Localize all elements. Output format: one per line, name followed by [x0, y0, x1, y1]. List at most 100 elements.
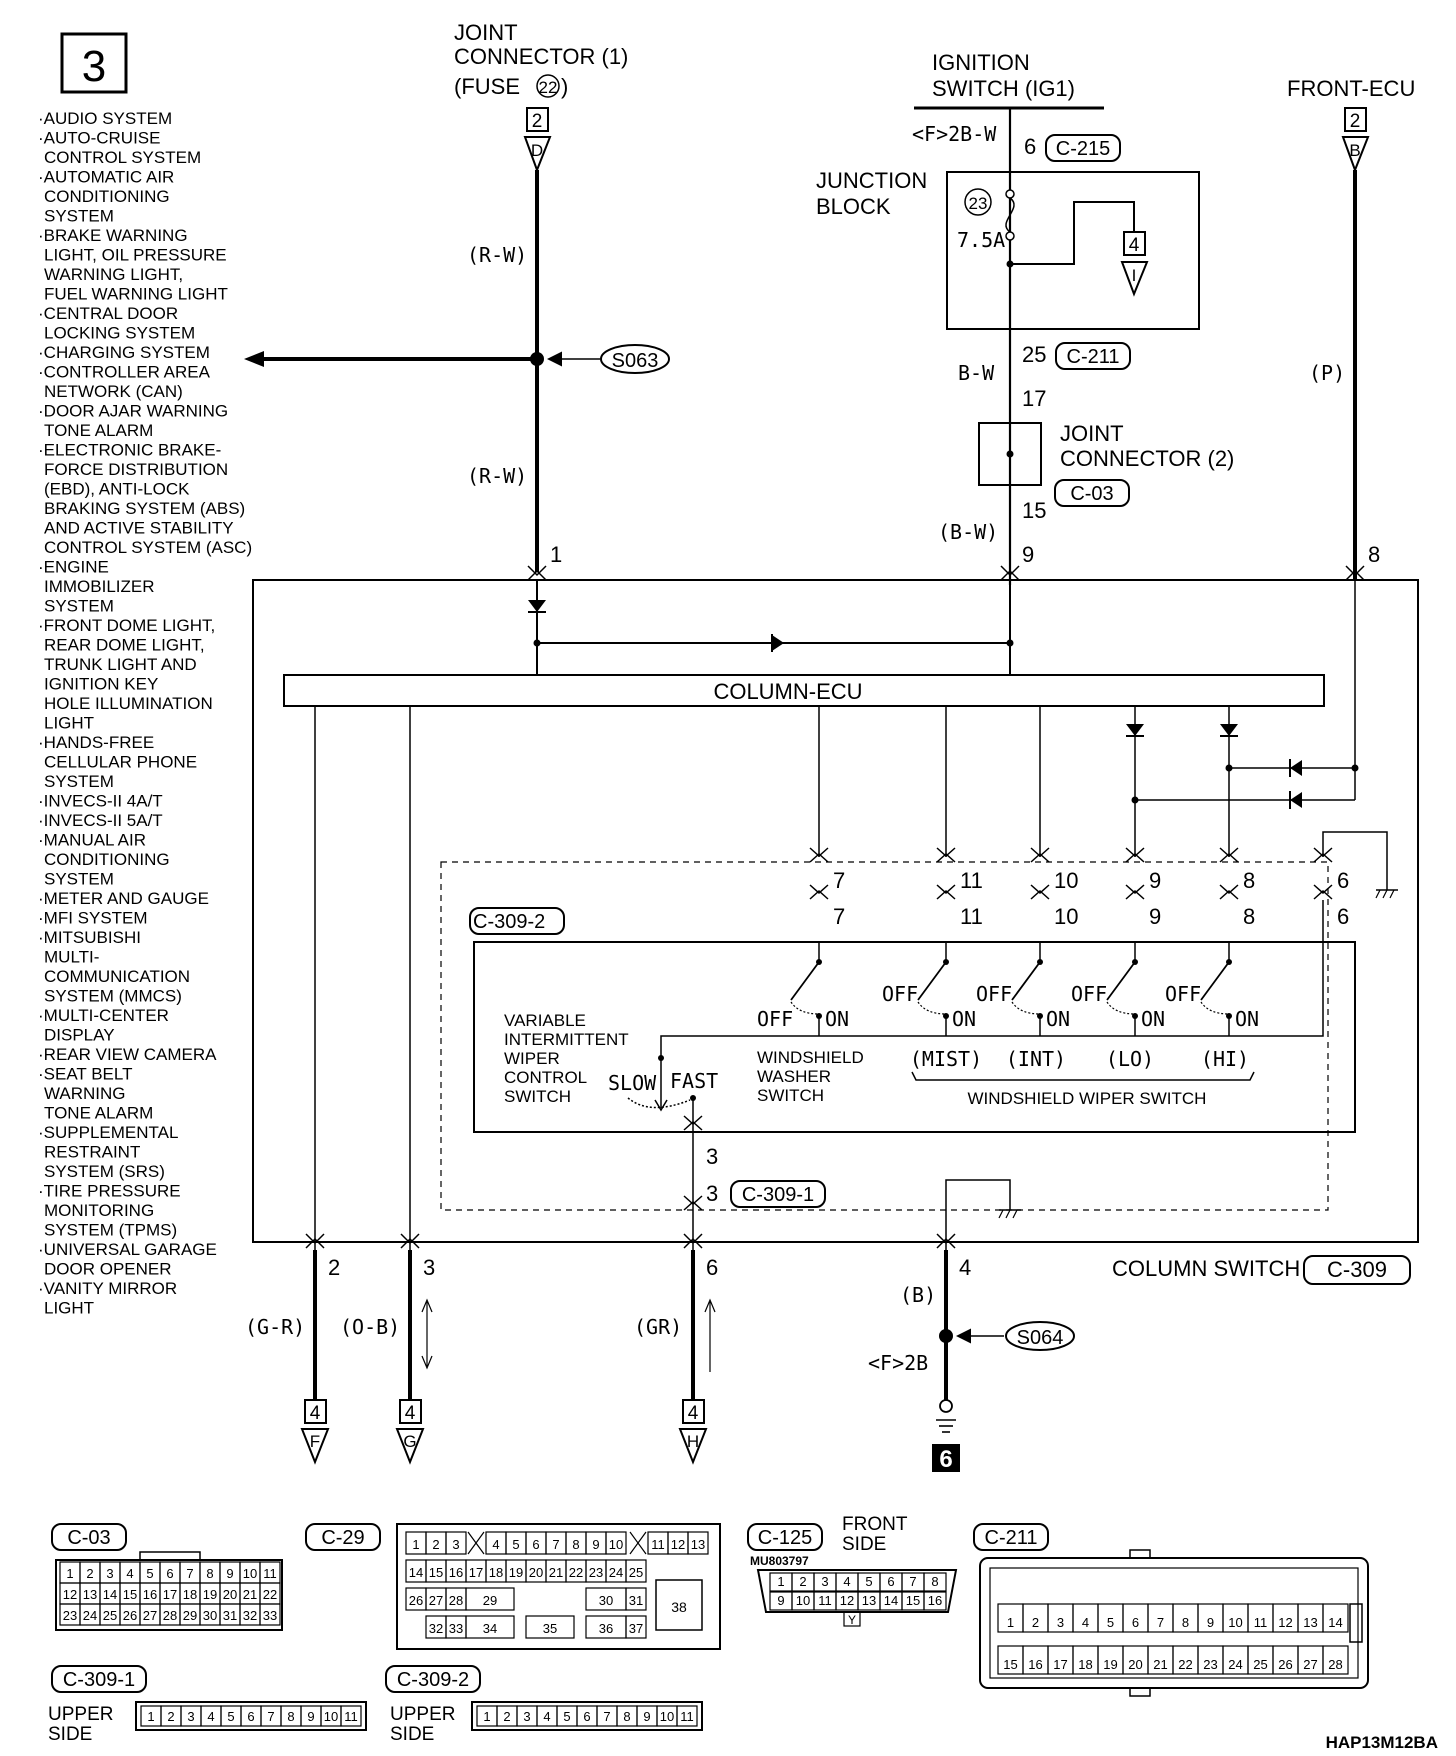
connector-pin-number: 8: [1182, 1615, 1189, 1630]
terminal-chevron: [1313, 884, 1333, 900]
connector-pin-number: 15: [429, 1565, 443, 1580]
jb-box-number: 4: [1129, 235, 1140, 256]
var-switch-label-1: VARIABLE: [504, 1011, 586, 1030]
connector-pin-number: 26: [409, 1593, 423, 1608]
var-switch-label-2: INTERMITTENT: [504, 1030, 629, 1049]
connector-name: C-309-2: [397, 1669, 469, 1691]
bottom-wires: [305, 706, 956, 1402]
connector-pin-number: 6: [583, 1709, 590, 1724]
connector-pin-number: 9: [777, 1593, 784, 1608]
systems-list-line: SYSTEM: [44, 207, 114, 226]
connector-pin-number: 7: [1157, 1615, 1164, 1630]
systems-list-line: CONDITIONING: [44, 850, 170, 869]
terminal-chevron: [1125, 884, 1145, 900]
switch-off-label: OFF: [882, 982, 918, 1006]
systems-list-line: FUEL WARNING LIGHT: [44, 285, 228, 304]
connector-pin-number: 17: [1053, 1657, 1067, 1672]
connector-pin-number: 4: [843, 1574, 850, 1589]
terminal-chevron: [809, 884, 829, 900]
connector-cell: [923, 1572, 947, 1592]
systems-list-line: MONITORING: [44, 1201, 154, 1220]
switch-pin-label-upper: 6: [1337, 868, 1349, 893]
connector-pin-number: 34: [483, 1621, 497, 1636]
connector-pin-number: 29: [483, 1593, 497, 1608]
switch-off-label: OFF: [1071, 982, 1107, 1006]
switch-box: [473, 941, 1356, 1133]
connector-pin-number: 5: [512, 1537, 519, 1552]
systems-list-line: WARNING: [44, 1084, 126, 1103]
jb-triangle: [1120, 261, 1149, 297]
pin-9-label: 9: [1022, 542, 1034, 567]
connector-pin-number: 13: [1303, 1615, 1317, 1630]
switch-blade: [1200, 961, 1230, 1001]
conn-c211-badge: [1055, 342, 1131, 370]
connector-name-badge: [51, 1665, 147, 1693]
splice-oval-s063: [600, 344, 670, 374]
connector-pin-number: 35: [543, 1621, 557, 1636]
systems-list-line: TONE ALARM: [44, 1104, 153, 1123]
connector-name: C-211: [985, 1527, 1038, 1549]
connector-pin-number: 18: [183, 1587, 197, 1602]
systems-list-line: ·AUDIO SYSTEM: [38, 109, 172, 128]
switch-pin-label-upper: 8: [1243, 868, 1255, 893]
connector-pin-number: 4: [543, 1709, 550, 1724]
systems-list-line: SYSTEM: [44, 597, 114, 616]
connector-pin-number: 2: [86, 1566, 93, 1581]
systems-list-line: AND ACTIVE STABILITY: [44, 519, 234, 538]
ecu-switch-wires: [818, 580, 1398, 899]
systems-list-line: CONTROL SYSTEM: [44, 148, 201, 167]
connector-pin-number: 23: [1203, 1657, 1217, 1672]
fecu-box: [1344, 107, 1367, 132]
connector-cell: [445, 1531, 467, 1555]
connector-pin-number: 3: [523, 1709, 530, 1724]
jb-box: [1123, 231, 1146, 256]
c125-key: Y: [848, 1613, 856, 1627]
ignition-switch: IGNITION SWITCH (IG1): [914, 50, 1104, 110]
connector-pin-number: 27: [1303, 1657, 1317, 1672]
systems-list-line: ·ENGINE: [38, 558, 109, 577]
connector-pin-number: 16: [1028, 1657, 1042, 1672]
jc1-label-2: CONNECTOR (1): [454, 44, 628, 69]
connector-pin-number: 12: [671, 1537, 685, 1552]
diode-2: [772, 635, 784, 651]
systems-list-line: ·MULTI-CENTER: [38, 1006, 169, 1025]
connector-pin-number: 37: [629, 1621, 643, 1636]
systems-list-line: COMMUNICATION: [44, 967, 190, 986]
conn-c03-label: C-03: [1070, 483, 1113, 505]
c3091-upper-2: SIDE: [48, 1724, 92, 1745]
connector-pin-number: 36: [599, 1621, 613, 1636]
systems-list-line: ·DOOR AJAR WARNING: [38, 402, 228, 421]
systems-list-line: ·AUTO-CRUISE: [38, 129, 160, 148]
jb-fuse-symbol: [1005, 197, 1015, 233]
conn-c309-badge: [1303, 1255, 1411, 1285]
switch-pin-label-lower: 6: [1337, 904, 1349, 929]
terminal-chevron: [1030, 884, 1050, 900]
switch-on-label: ON: [1046, 1007, 1070, 1031]
jc1-label-close: ): [561, 74, 568, 99]
front-ecu: FRONT-ECU 2 B: [1287, 76, 1415, 173]
connector-pin-number: 4: [207, 1709, 214, 1724]
wire-label-ob: (O-B): [340, 1315, 400, 1339]
systems-list-line: REAR DOME LIGHT,: [44, 636, 205, 655]
connector-pin-number: 8: [931, 1574, 938, 1589]
c3092-upper-1: UPPER: [390, 1704, 455, 1725]
jc1-label-1: JOINT: [454, 20, 518, 45]
systems-list-line: ·AUTOMATIC AIR: [38, 168, 174, 187]
var-switch-label-4: CONTROL: [504, 1068, 587, 1087]
pin-6-bottom-label: 6: [706, 1255, 718, 1280]
switch-off-label: OFF: [976, 982, 1012, 1006]
splice-dot-s064: [939, 1329, 953, 1343]
connector-pin-number: 11: [818, 1593, 832, 1608]
connector-pin-number: 24: [609, 1565, 623, 1580]
switch-pin-label-upper: 7: [833, 868, 845, 893]
connector-pin-number: 10: [609, 1537, 623, 1552]
connector-pin-number: 19: [509, 1565, 523, 1580]
conn-c215-label: C-215: [1056, 138, 1110, 160]
diode-5: [1290, 760, 1302, 776]
systems-list-line: RESTRAINT: [44, 1143, 140, 1162]
connector-pin-number: 2: [1032, 1615, 1039, 1630]
pin-3-upper: 3: [706, 1144, 718, 1169]
